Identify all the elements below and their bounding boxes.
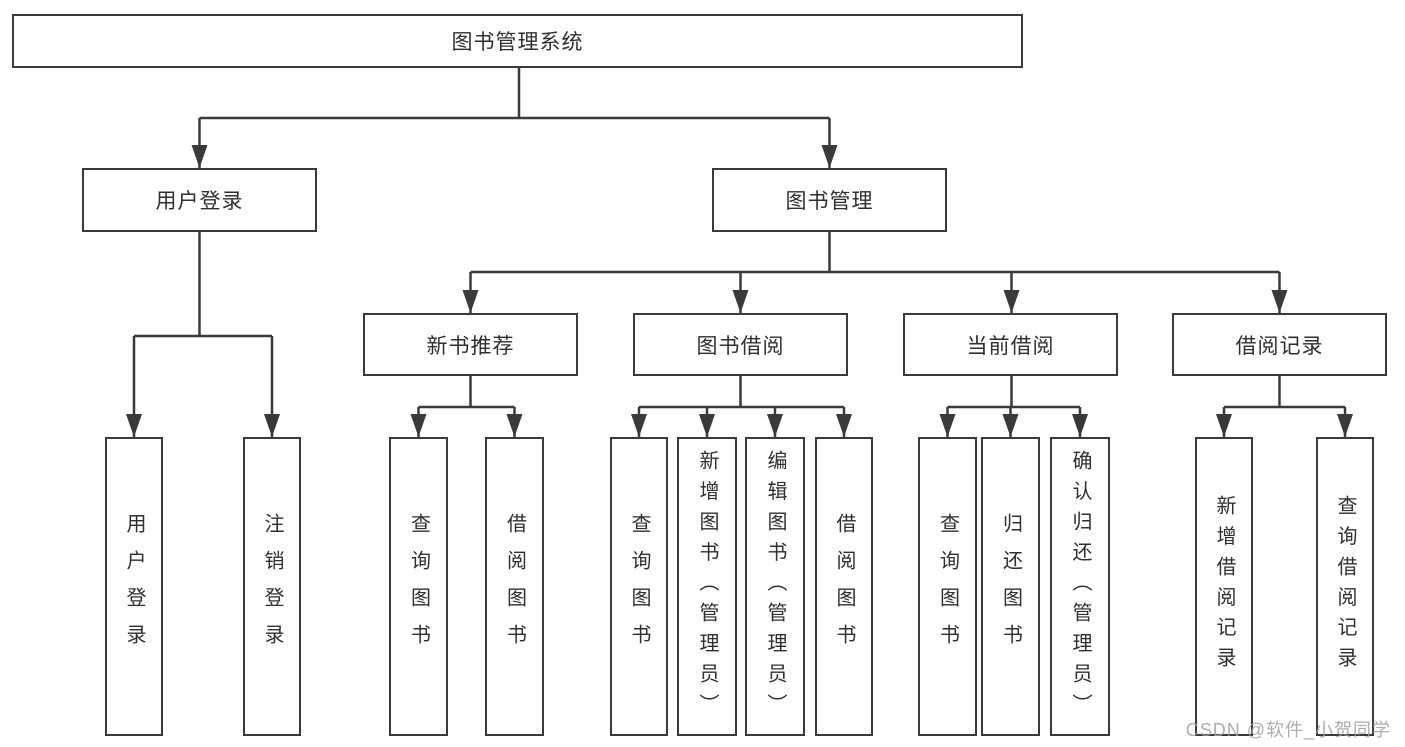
leaf-borrow-edit-book: 编辑图书（管理员） [745,437,805,736]
leaf-record-query: 查询借阅记录 [1316,437,1374,736]
node-root: 图书管理系统 [12,14,1023,68]
node-user-login: 用户登录 [82,168,317,232]
node-book-management: 图书管理 [712,168,947,232]
leaf-newrec-query-book: 查询图书 [389,437,448,736]
node-user-login-label: 用户登录 [155,190,244,213]
leaf-borrow-query-book-label: 查询图书 [628,512,650,661]
leaf-record-add-label: 新增借阅记录 [1213,495,1235,678]
node-root-label: 图书管理系统 [451,31,584,54]
node-book-borrow: 图书借阅 [633,313,848,376]
leaf-user-login: 用户登录 [105,437,163,736]
leaf-record-query-label: 查询借阅记录 [1334,495,1356,678]
leaf-record-add: 新增借阅记录 [1195,437,1253,736]
node-new-book-recommend: 新书推荐 [363,313,578,376]
leaf-borrow-add-book: 新增图书（管理员） [677,437,737,736]
leaf-borrow-borrow-book: 借阅图书 [815,437,873,736]
leaf-logout-label: 注销登录 [261,512,283,661]
node-new-book-recommend-label: 新书推荐 [426,334,515,358]
leaf-borrow-query-book: 查询图书 [610,437,668,736]
node-book-borrow-label: 图书借阅 [696,334,785,358]
leaf-logout: 注销登录 [243,437,301,736]
node-current-borrow-label: 当前借阅 [966,334,1055,358]
leaf-borrow-edit-book-label: 编辑图书（管理员） [764,449,786,724]
node-book-management-label: 图书管理 [785,190,874,213]
leaf-current-query-book-label: 查询图书 [936,512,959,661]
leaf-newrec-borrow-book-label: 借阅图书 [503,512,526,661]
leaf-current-query-book: 查询图书 [918,437,977,736]
leaf-user-login-label: 用户登录 [123,512,145,661]
leaf-current-return-book: 归还图书 [981,437,1040,736]
arrowheads [126,145,1353,437]
leaf-borrow-borrow-book-label: 借阅图书 [833,512,855,661]
node-borrow-record: 借阅记录 [1172,313,1387,376]
node-borrow-record-label: 借阅记录 [1235,334,1324,358]
leaf-borrow-add-book-label: 新增图书（管理员） [696,449,718,724]
leaf-current-return-book-label: 归还图书 [999,512,1022,661]
node-current-borrow: 当前借阅 [903,313,1118,376]
leaf-newrec-borrow-book: 借阅图书 [485,437,544,736]
leaf-current-confirm-return: 确认归还（管理员） [1050,437,1110,736]
leaf-current-confirm-return-label: 确认归还（管理员） [1069,449,1091,724]
leaf-newrec-query-book-label: 查询图书 [407,512,430,661]
csdn-watermark: CSDN @软件_小贺同学 [1185,720,1391,740]
